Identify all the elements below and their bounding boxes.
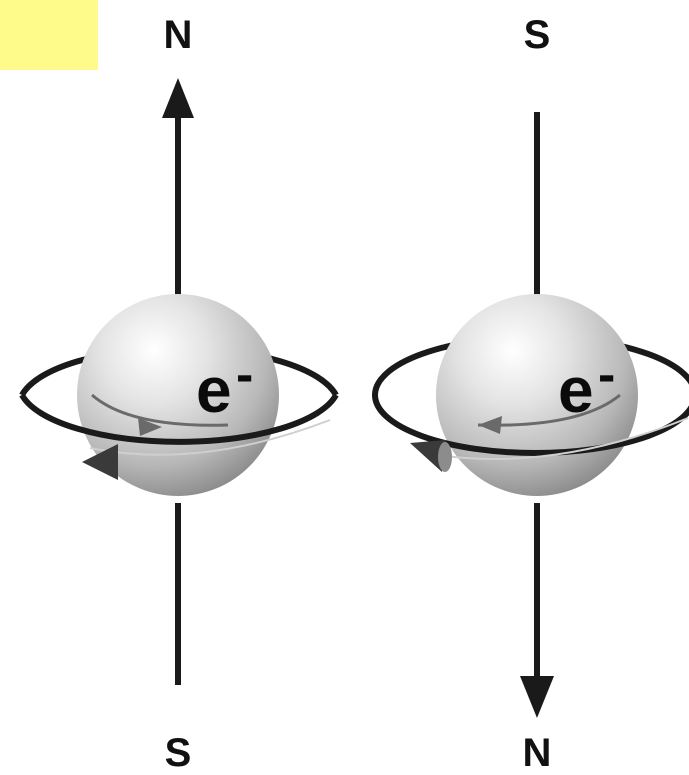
bottom-pole-label: N [523, 731, 552, 775]
bottom-pole-label: S [165, 731, 192, 775]
orbit-arrow-base [438, 442, 452, 472]
electron-charge: - [598, 346, 615, 404]
top-pole-label: N [164, 13, 193, 57]
north-arrow-icon [162, 78, 194, 118]
electron-label: e [196, 354, 232, 426]
electron-right: e - S N [375, 13, 689, 775]
top-pole-label: S [524, 13, 551, 57]
electron-left: e - N S [22, 13, 336, 775]
north-arrow-icon [520, 676, 554, 718]
electron-charge: - [236, 346, 253, 404]
electron-label: e [558, 354, 594, 426]
